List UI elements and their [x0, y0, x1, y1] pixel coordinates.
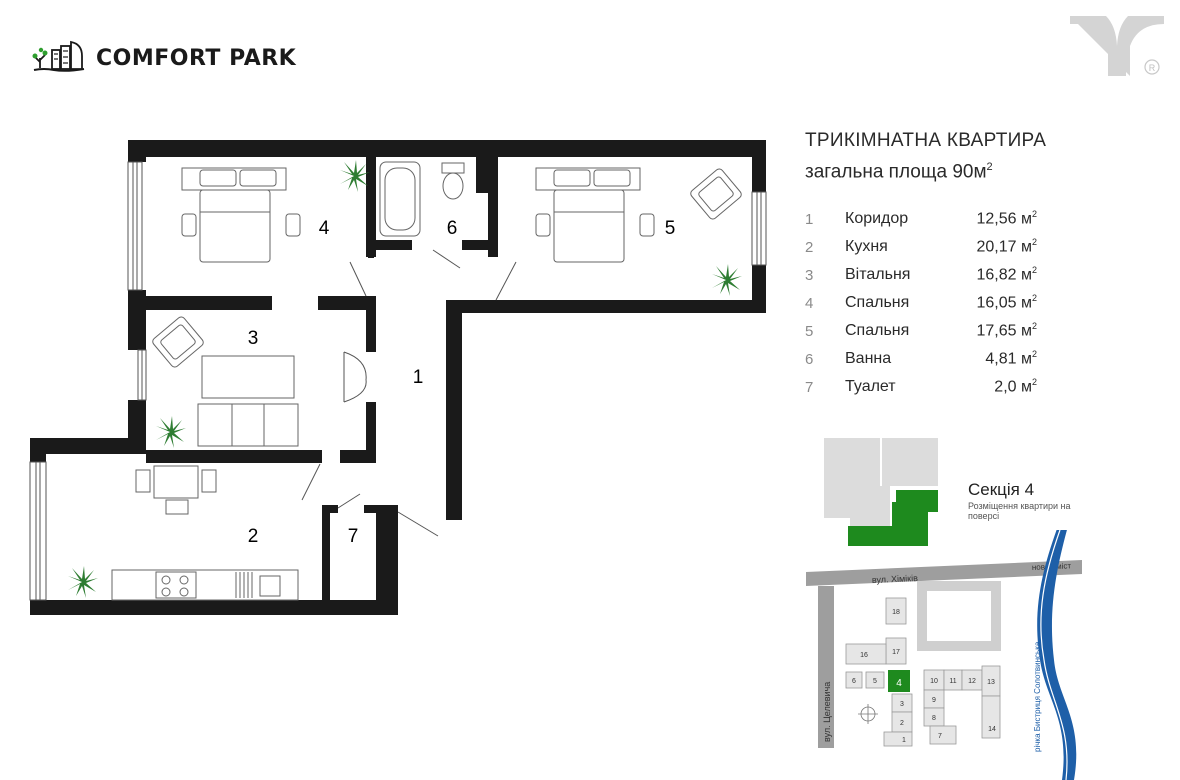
- plan-label-2: 2: [248, 526, 259, 547]
- section-highlight: [848, 490, 938, 546]
- logo-icon: [32, 40, 85, 72]
- svg-text:12: 12: [968, 678, 976, 685]
- svg-text:13: 13: [987, 679, 995, 686]
- svg-text:1: 1: [902, 737, 906, 744]
- road-top: [806, 560, 1082, 586]
- logo-text: COMFORT PARK: [96, 45, 297, 71]
- svg-text:3: 3: [900, 701, 904, 708]
- svg-text:5: 5: [873, 678, 877, 685]
- doors: [301, 249, 517, 537]
- svg-text:14: 14: [988, 726, 996, 733]
- current-section-highlight: [888, 670, 910, 692]
- river: [1037, 530, 1077, 780]
- svg-text:8: 8: [932, 715, 936, 722]
- street-left-label: вул. Целевича: [822, 682, 832, 742]
- svg-text:R: R: [1149, 63, 1156, 73]
- section-floor-map: [824, 438, 938, 546]
- road-left: [818, 586, 834, 748]
- brand-mark-icon: R: [1070, 16, 1164, 76]
- svg-text:6: 6: [852, 678, 856, 685]
- plan-label-4: 4: [319, 218, 330, 239]
- current-section-label: 4: [896, 678, 902, 689]
- plant-icons: [68, 160, 742, 598]
- plan-label-5: 5: [665, 218, 676, 239]
- walls: [30, 140, 766, 615]
- apartment-title: ТРИКІМНАТНА КВАРТИРА: [805, 130, 1047, 151]
- apartment-area: загальна площа 90м2: [805, 161, 993, 183]
- svg-text:9: 9: [932, 697, 936, 704]
- floor-plan: 1 2 3 4 5 6 7: [29, 140, 767, 615]
- svg-text:11: 11: [949, 678, 956, 685]
- plan-label-3: 3: [248, 328, 259, 349]
- svg-text:17: 17: [892, 649, 900, 656]
- buildings: 18 17 16 6 5 3 2 1 10 11 12 13 9 8 7 14: [845, 597, 1001, 747]
- svg-text:16: 16: [860, 652, 868, 659]
- plan-label-7: 7: [348, 526, 359, 547]
- furniture: [111, 161, 742, 601]
- site-map: вул. Хіміків новий міст вул. Целевича рі…: [806, 530, 1082, 780]
- plan-label-1: 1: [413, 367, 424, 388]
- windows: [29, 161, 767, 601]
- section-description: Розміщення квартири на поверсі: [968, 501, 1071, 521]
- river-label: річка Бистриця Солотвинська: [1033, 641, 1042, 752]
- street-top-label: вул. Хіміків: [872, 573, 919, 585]
- svg-text:7: 7: [938, 733, 942, 740]
- svg-text:10: 10: [930, 678, 938, 685]
- apartment-info: ТРИКІМНАТНА КВАРТИРА загальна площа 90м2: [805, 128, 1046, 185]
- svg-text:2: 2: [900, 720, 904, 727]
- section-title: Секція 4: [968, 480, 1035, 499]
- svg-text:18: 18: [892, 609, 900, 616]
- plan-label-6: 6: [447, 218, 458, 239]
- logo: COMFORT PARK: [30, 38, 296, 78]
